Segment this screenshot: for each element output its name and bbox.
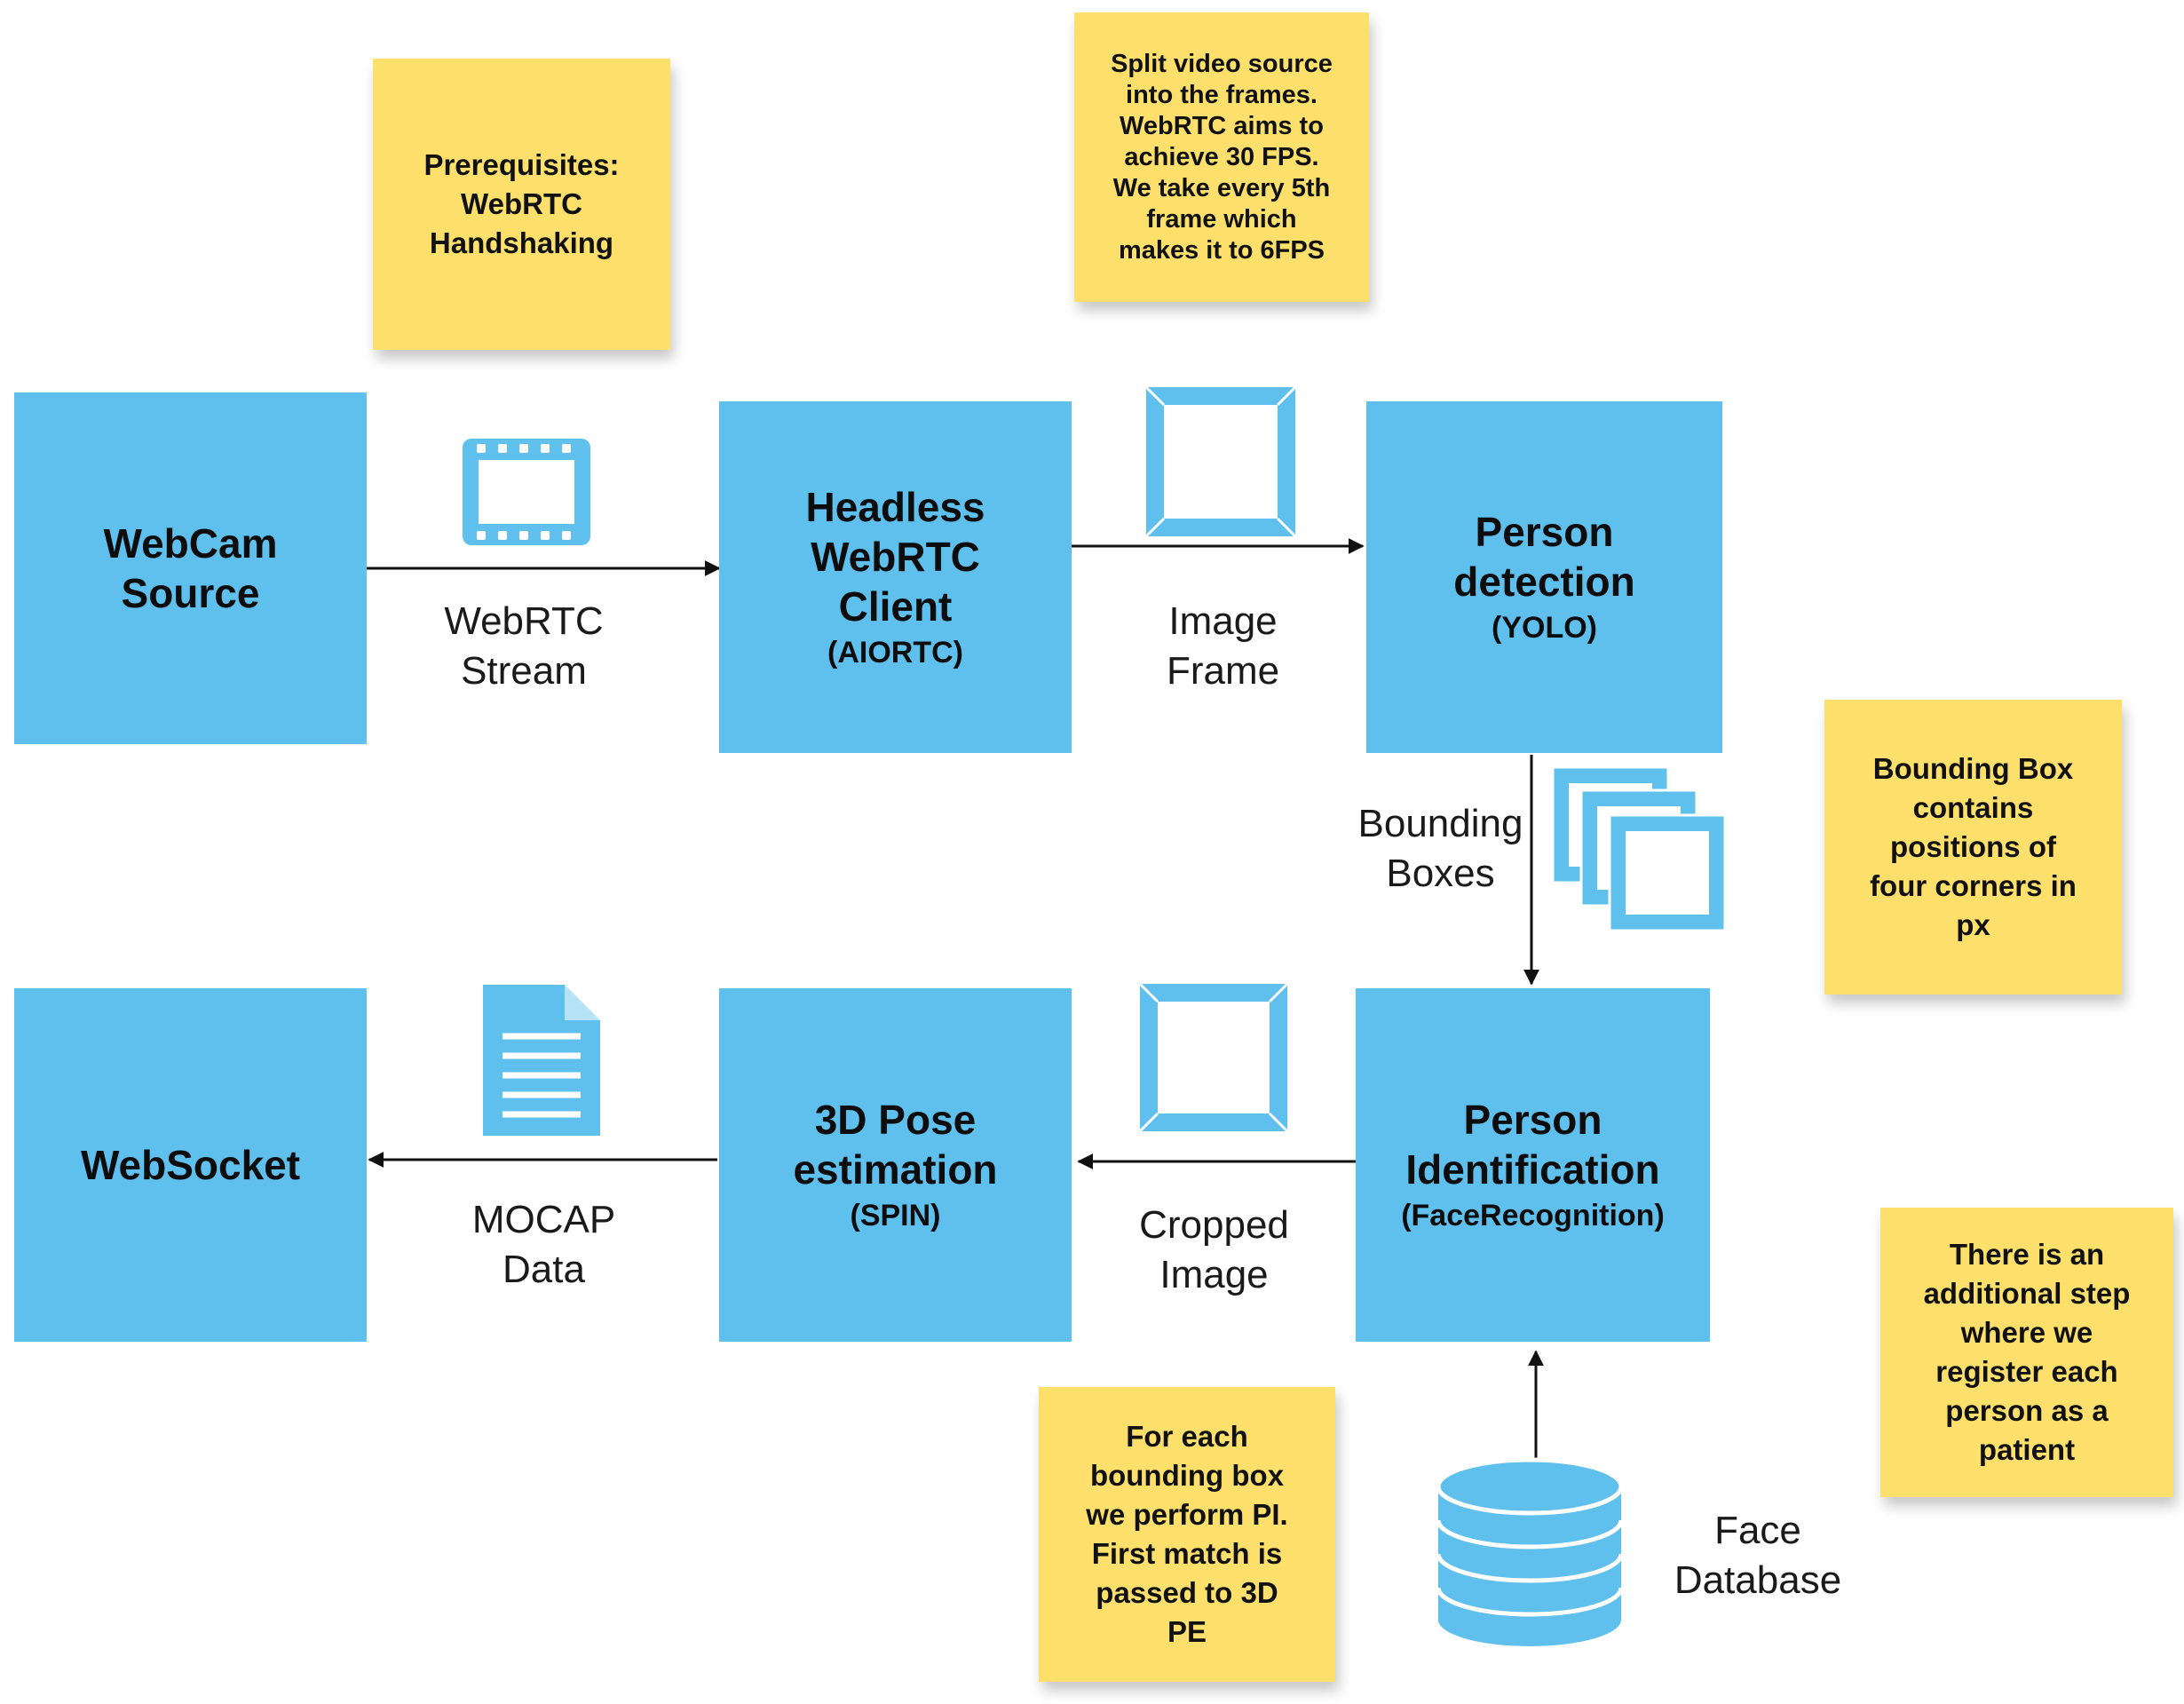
node-subtitle: (SPIN) [850,1199,941,1232]
database-icon [1436,1457,1624,1646]
node-title: WebSocket [80,1142,301,1188]
node-websocket[interactable]: WebSocket [14,988,367,1342]
stacked-frames-icon [1551,765,1727,932]
node-subtitle: (AIORTC) [827,636,963,670]
node-subtitle: (YOLO) [1492,611,1597,645]
film-icon [463,439,590,545]
frame-icon [1144,385,1297,538]
frame-icon [1138,982,1289,1133]
node-subtitle: (FaceRecognition) [1401,1199,1665,1232]
document-icon [483,985,600,1136]
